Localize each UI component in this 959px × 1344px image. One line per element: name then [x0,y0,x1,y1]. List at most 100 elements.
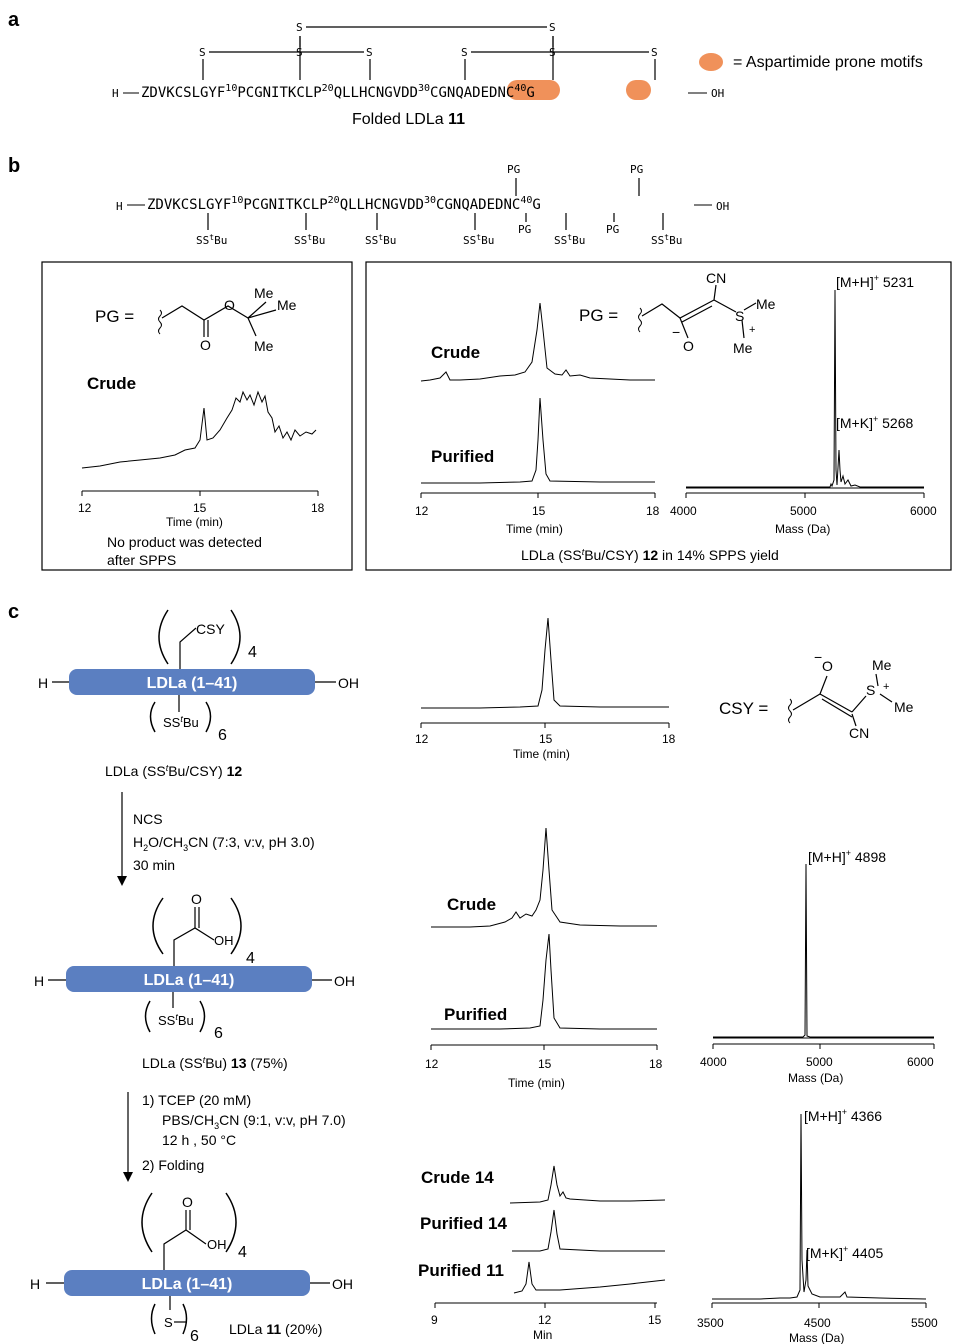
hplc-c2-crude-trace [431,827,657,928]
svg-text:[M+H]+ 5231: [M+H]+ 5231 [836,273,914,290]
csy-pg-structure: PG = CN S + Me Me − O [579,270,776,356]
aspartimide-motif-1 [507,80,560,100]
ldla-bar-13 [66,966,312,992]
svg-text:[M+K]+ 5268: [M+K]+ 5268 [836,414,913,431]
sstbu-labels: SStBu SStBu SStBu SStBu SStBu SStBu [196,233,682,247]
seq-seg-1: ZDVKCSLGYF [141,85,225,101]
svg-text:9: 9 [431,1313,438,1327]
svg-text:Me: Me [894,699,914,715]
svg-text:PG =: PG = [579,306,618,325]
pg-labels: PG PG PG PG [507,163,643,236]
svg-text:H: H [30,1276,40,1292]
svg-text:18: 18 [311,501,325,515]
svg-text:6000: 6000 [907,1055,934,1069]
svg-text:LDLa (1–41): LDLa (1–41) [144,972,235,989]
hplc-c2-crude-label: Crude [447,895,496,914]
seq-num-40: 40 [514,83,526,94]
svg-text:[M+K]+ 4405: [M+K]+ 4405 [806,1244,883,1261]
hplc-c3-crude14-label: Crude 14 [421,1168,494,1187]
svg-text:H: H [38,675,48,691]
svg-text:12: 12 [538,1313,552,1327]
svg-text:4500: 4500 [804,1316,831,1330]
svg-text:18: 18 [649,1057,663,1071]
svg-text:[M+H]+ 4898: [M+H]+ 4898 [808,848,886,865]
svg-text:Min: Min [533,1328,552,1342]
svg-text:SStBu: SStBu [163,714,199,730]
right-purified-label: Purified [431,447,494,466]
svg-text:Mass (Da): Mass (Da) [789,1331,844,1344]
svg-text:Time (min): Time (min) [513,747,570,761]
svg-text:NCS: NCS [133,811,163,827]
svg-text:4: 4 [248,644,257,661]
hplc-c3-axis: 9 12 15 Min [431,1302,662,1342]
svg-text:SStBu: SStBu [158,1012,194,1028]
disulfide-bridges [202,26,656,80]
svg-text:Time (min): Time (min) [508,1076,565,1090]
svg-text:S: S [651,46,658,59]
svg-text:PG: PG [606,223,619,236]
compound-11-label: LDLa 11 (20%) [229,1321,322,1337]
svg-text:PG =: PG = [95,307,134,326]
svg-text:OH: OH [716,200,729,213]
svg-text:+: + [883,681,889,693]
svg-text:OH: OH [334,973,355,989]
svg-text:12: 12 [415,732,429,746]
caption-b: LDLa (SStBu/CSY) 12 in 14% SPPS yield [521,547,779,563]
left-crude-label: Crude [87,374,136,393]
svg-text:S: S [199,46,206,59]
svg-text:15: 15 [538,1057,552,1071]
svg-text:LDLa (1–41): LDLa (1–41) [142,1276,233,1293]
svg-text:SStBu: SStBu [196,233,227,247]
svg-text:PG: PG [518,223,531,236]
hplc-c2-purified-label: Purified [444,1005,507,1024]
seq-seg-3: QLLHCNGVDD [334,85,418,101]
svg-text:Me: Me [872,657,892,673]
svg-text:OH: OH [332,1276,353,1292]
svg-text:6000: 6000 [910,504,937,518]
svg-text:O: O [683,338,694,354]
hplc-c2-axis: 12 15 18 Time (min) [425,1044,663,1090]
svg-text:SStBu: SStBu [554,233,585,247]
svg-text:CSY: CSY [196,621,225,637]
c-terminus: OH [711,87,724,100]
svg-text:5500: 5500 [911,1316,938,1330]
svg-text:S: S [549,21,556,34]
legend-swatch [699,53,723,71]
right-x-axis: 12 15 18 Time (min) [415,492,660,536]
svg-text:12 h , 50 °C: 12 h , 50 °C [162,1132,236,1148]
svg-text:Time (min): Time (min) [506,522,563,536]
svg-text:ZDVKCSLGYF10PCGNITKCLP20QLLHCN: ZDVKCSLGYF10PCGNITKCLP20QLLHCNGVDD30CGNQ… [141,83,535,101]
svg-text:3500: 3500 [697,1316,724,1330]
svg-text:Me: Me [733,340,753,356]
svg-text:4000: 4000 [670,504,697,518]
svg-text:4: 4 [238,1244,247,1261]
csy-definition-structure: CSY = − O Me S + Me CN [719,649,914,741]
svg-text:12: 12 [78,501,92,515]
right-crude-trace [420,302,655,382]
svg-text:ZDVKCSLGYF10PCGNITKCLP20QLLHCN: ZDVKCSLGYF10PCGNITKCLP20QLLHCNGVDD30CGNQ… [147,195,541,213]
svg-text:Me: Me [277,297,297,313]
seq-seg-5: G [526,85,534,101]
svg-text:4000: 4000 [700,1055,727,1069]
svg-text:5000: 5000 [790,504,817,518]
svg-text:SStBu: SStBu [294,233,325,247]
bridge-sulfurs: S S S S S S S S [199,21,658,59]
hplc-c3-purified14-label: Purified 14 [420,1214,507,1233]
left-crude-trace [81,390,317,469]
step1-conditions: NCS H2O/CH3CN (7:3, v:v, pH 3.0) 30 min [133,811,315,873]
seq-seg-2: PCGNITKCLP [237,85,321,101]
svg-text:SStBu: SStBu [365,233,396,247]
svg-text:18: 18 [646,504,660,518]
reaction-arrowhead-2 [123,1172,133,1182]
svg-text:Time (min): Time (min) [166,515,223,529]
ldla-bar-12 [69,669,315,695]
svg-text:18: 18 [662,732,676,746]
svg-text:S: S [366,46,373,59]
right-crude-label: Crude [431,343,480,362]
svg-text:6: 6 [190,1328,199,1344]
svg-text:6: 6 [214,1025,223,1042]
hplc-c3-purified11-trace [513,1261,666,1294]
compound-13-structure: O OH 4 H LDLa (1–41) OH SStBu 6 [34,891,355,1042]
svg-text:S: S [296,21,303,34]
